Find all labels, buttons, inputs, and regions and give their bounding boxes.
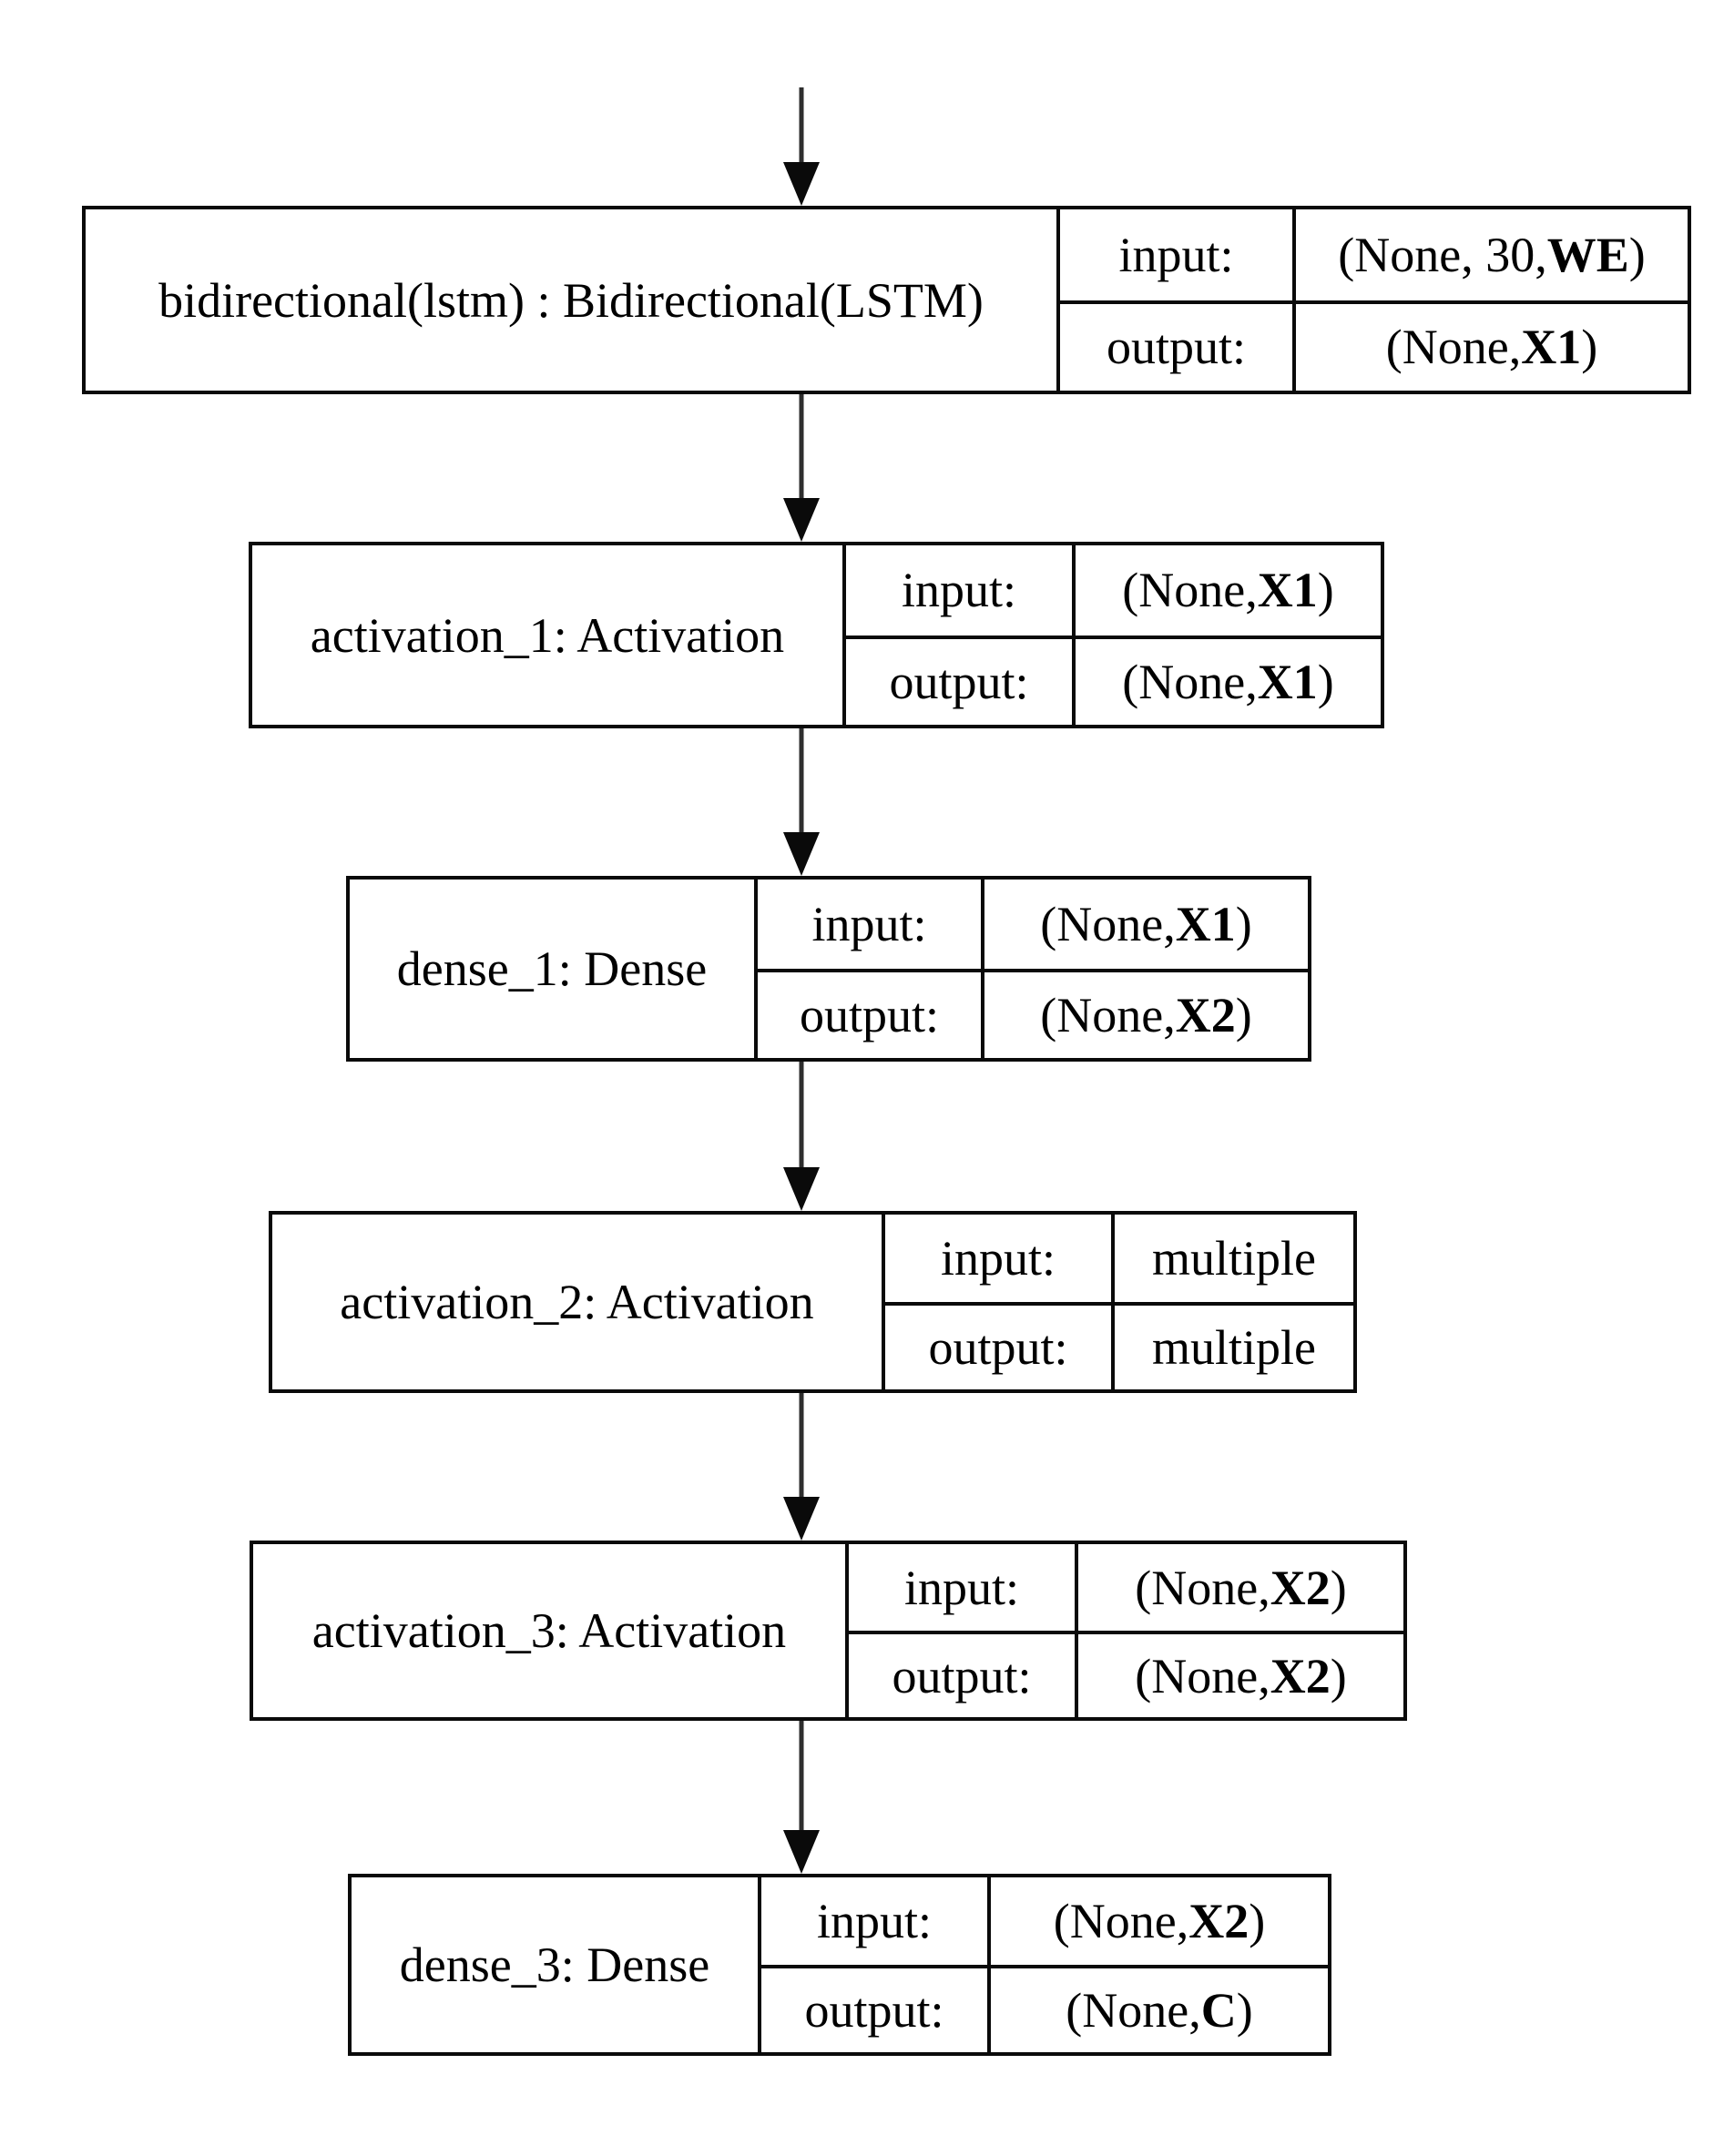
io-output-label: output:	[758, 1965, 987, 2052]
io-output-value: (None, X2 )	[1075, 1631, 1403, 1717]
io-input-value: (None, 30, WE )	[1292, 209, 1688, 300]
io-input-label: input:	[845, 1544, 1075, 1631]
io-input-label: input:	[754, 880, 981, 969]
shape-var: X1	[1175, 897, 1236, 951]
io-output-value: (None,C)	[987, 1965, 1328, 2052]
shape-var: C	[1200, 1983, 1237, 2038]
io-input-label: input:	[1056, 209, 1292, 300]
io-input-value: (None, X2 )	[987, 1877, 1328, 1965]
shape-text: )	[1317, 654, 1334, 709]
shape-var: X2	[1270, 1648, 1331, 1703]
shape-var: X1	[1521, 320, 1582, 375]
shape-text: (None,	[1385, 320, 1522, 375]
shape-var: X1	[1257, 563, 1318, 618]
shape-text: (None,	[1122, 654, 1258, 709]
layer-node-bidirectional-lstm: bidirectional(lstm) : Bidirectional(LSTM…	[82, 206, 1691, 394]
shape-text: )	[1330, 1560, 1347, 1615]
shape-text: )	[1330, 1648, 1347, 1703]
layer-name-label: dense_3: Dense	[399, 1937, 710, 1992]
layer-node-dense-3: dense_3: Dense input: (None, X2 ) output…	[348, 1874, 1331, 2056]
layer-node-activation-2: activation_2: Activation input: multiple…	[269, 1211, 1357, 1393]
shape-text: (None,	[1135, 1560, 1270, 1615]
shape-text: )	[1235, 897, 1252, 951]
edge-line	[799, 1721, 804, 1832]
edge-arrow-3	[783, 1062, 820, 1211]
shape-text: )	[1317, 563, 1334, 618]
arrowhead-icon	[783, 162, 820, 206]
edge-line	[799, 87, 804, 164]
io-output-value: (None, X1 )	[1072, 635, 1381, 725]
arrowhead-icon	[783, 832, 820, 876]
layer-node-activation-3: activation_3: Activation input: (None, X…	[250, 1541, 1407, 1721]
shape-text: )	[1249, 1894, 1266, 1948]
edge-line	[799, 394, 804, 500]
layer-name-label: dense_1: Dense	[396, 941, 708, 996]
io-input-value: (None, X2 )	[1075, 1544, 1403, 1631]
shape-var: X2	[1270, 1560, 1331, 1615]
shape-text: (None,	[1135, 1648, 1270, 1703]
io-input-label: input:	[882, 1215, 1111, 1302]
shape-var: X2	[1175, 988, 1236, 1042]
arrowhead-icon	[783, 1167, 820, 1211]
edge-arrow-2	[783, 728, 820, 876]
shape-text: (None,	[1066, 1983, 1201, 2038]
io-output-label: output:	[754, 969, 981, 1058]
io-output-value: (None, X2 )	[981, 969, 1308, 1058]
io-input-label: input:	[758, 1877, 987, 1965]
layer-node-dense-1: dense_1: Dense input: (None, X1 ) output…	[346, 876, 1311, 1062]
edge-line	[799, 1393, 804, 1499]
io-output-label: output:	[845, 1631, 1075, 1717]
io-output-label: output:	[842, 635, 1072, 725]
shape-var: X1	[1257, 654, 1318, 709]
shape-text: (None,	[1040, 988, 1176, 1042]
layer-name-label: activation_2: Activation	[340, 1275, 814, 1329]
io-input-value: (None, X1 )	[1072, 545, 1381, 636]
edge-line	[799, 728, 804, 834]
shape-text: (None,	[1040, 897, 1176, 951]
io-output-label: output:	[1056, 300, 1292, 391]
shape-text: multiple	[1152, 1320, 1316, 1375]
arrowhead-icon	[783, 1830, 820, 1874]
shape-text: )	[1235, 988, 1252, 1042]
io-input-value: multiple	[1111, 1215, 1353, 1302]
shape-text: )	[1628, 227, 1646, 282]
shape-text: (None,	[1053, 1894, 1189, 1948]
arrowhead-icon	[783, 1497, 820, 1541]
io-output-label: output:	[882, 1302, 1111, 1389]
layer-name-label: activation_1: Activation	[310, 607, 785, 663]
edge-arrow-0	[783, 87, 820, 206]
edge-arrow-1	[783, 394, 820, 542]
io-output-value: multiple	[1111, 1302, 1353, 1389]
shape-text: (None,	[1122, 563, 1258, 618]
layer-name-label: activation_3: Activation	[311, 1603, 787, 1658]
io-output-value: (None, X1 )	[1292, 300, 1688, 391]
io-input-label: input:	[842, 545, 1072, 636]
shape-text: )	[1581, 320, 1598, 375]
edge-arrow-4	[783, 1393, 820, 1541]
shape-text: )	[1236, 1983, 1253, 2038]
shape-text: multiple	[1152, 1231, 1316, 1286]
layer-node-activation-1: activation_1: Activation input: (None, X…	[249, 542, 1384, 728]
arrowhead-icon	[783, 498, 820, 542]
shape-text: (None, 30,	[1338, 227, 1547, 282]
io-input-value: (None, X1 )	[981, 880, 1308, 969]
edge-line	[799, 1062, 804, 1169]
shape-var: X2	[1188, 1894, 1250, 1948]
layer-name-label: bidirectional(lstm) : Bidirectional(LSTM…	[158, 272, 984, 328]
shape-var: WE	[1546, 227, 1629, 282]
edge-arrow-5	[783, 1721, 820, 1874]
